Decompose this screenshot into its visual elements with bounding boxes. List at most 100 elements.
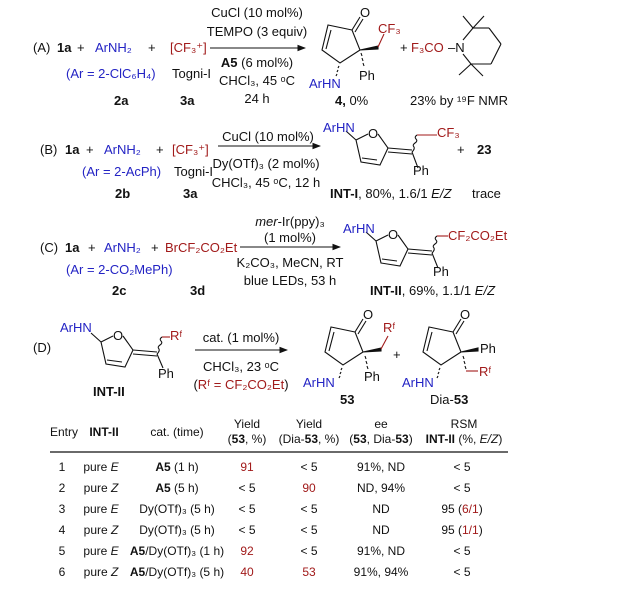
cat-bold: A5 [129,544,146,558]
ee-value: 91%, ND [356,544,406,558]
cell-cat: A5 (5 h) [155,481,198,496]
int-isomer: E [110,502,119,516]
rsm-value: < 5 [453,565,471,579]
rsm-ratio: 6/1 [462,502,479,516]
plus-sign: + [151,240,159,255]
phenyl-label: Ph [480,341,496,356]
cat-text: /Dy(OTf)₃ (5 h) [145,565,225,579]
entry-number: 4 [58,523,66,537]
plus-sign: + [86,142,94,157]
byproduct-yield: 23% by ¹⁹F NMR [410,93,509,108]
yield-53: 92 [240,544,254,558]
atom-label: O [113,328,124,343]
amine-ar-definition: (Ar = 2-AcPh) [82,164,162,179]
cf3-group: CF₃ [437,125,460,140]
condition-text: CuCl (10 mol%) [211,5,303,20]
header-part: E/Z [479,432,499,446]
header-entry: Entry [49,425,79,439]
yield: 0% [345,93,369,108]
int-word: pure [83,544,111,558]
condition-text: TEMPO (3 equiv) [206,24,308,39]
paren: ) [478,502,483,516]
cell-cat: Dy(OTf)₃ (5 h) [139,523,215,538]
arhn-label: ArHN [309,76,341,91]
cell-rsm: < 5 [453,481,470,496]
yield: , 69%, 1.1/1 [401,283,475,298]
header-part: 53 [353,432,367,446]
entry-number: 6 [58,565,66,579]
plus-sign: + [148,40,156,55]
atom-label: O [368,126,379,141]
header-part: ( [227,432,232,446]
compound-number: 53 [453,392,469,407]
yield-dia-53: 53 [302,565,316,579]
compound-53: 53 [340,392,355,407]
cell-int-ii: pure Z [84,481,119,496]
paren: ) [284,377,289,392]
rf-group: Rᶠ [383,320,396,335]
phenyl-label: Ph [364,369,380,384]
paren: ( [193,377,198,392]
cell-rsm: < 5 [453,565,470,580]
rf-group: Rᶠ [170,328,183,343]
ez-label: E/Z [474,283,496,298]
plus-sign: + [393,347,401,362]
phenyl-label: Ph [359,68,375,83]
scheme-b-label: (B) [40,142,58,157]
plus-sign: + [77,40,85,55]
header-part: ( [349,432,354,446]
cat-text: Dy(OTf)₃ (5 h) [139,502,215,516]
atom-label: O [360,5,371,20]
structure-dia-53 [422,318,479,379]
rsm-value: < 5 [453,544,471,558]
cell-ee: ND [372,523,389,538]
int-word: pure [83,460,111,474]
arhn-label: ArHN [343,221,375,236]
yield-53: < 5 [238,481,256,495]
rf-group: Rᶠ [479,364,492,379]
compound-3a: 3a [183,186,198,201]
cf3-reagent: [CF₃⁺] [170,40,207,55]
header-part: (%, [455,432,480,446]
condition-text: Dy(OTf)₃ (2 mol%) [212,156,320,171]
ee-value: ND, 94% [356,481,406,495]
header-part: 53 [231,432,246,446]
compound-2c: 2c [112,283,127,298]
header-part: , Dia- [366,432,396,446]
cf3-reagent: [CF₃⁺] [172,142,209,157]
cat-text: /Dy(OTf)₃ (1 h) [145,544,225,558]
atom-label: O [460,307,471,322]
rsm-ratio: 1/1 [462,523,479,537]
cell-yield-dia-53: < 5 [300,460,317,475]
header-part: , %) [318,432,340,446]
int-isomer: E [110,460,119,474]
cell-yield-dia-53: 90 [302,481,315,496]
condition-text: (1 mol%) [263,230,317,245]
yield-53: < 5 [238,502,256,516]
structure-4 [321,16,385,77]
cell-yield-53: 91 [240,460,253,475]
int-word: pure [83,565,112,579]
yield-dia-53: < 5 [300,544,318,558]
amine-ar-definition: (Ar = 2-CO₂MePh) [66,262,173,277]
rsm-value: 95 ( [441,502,462,516]
side-yield: trace [472,186,501,201]
plus-sign: + [457,142,465,157]
cell-int-ii: pure Z [84,523,119,538]
catalyst-loading: (6 mol%) [237,55,294,70]
compound-1a: 1a [57,40,72,55]
yield-dia-53: < 5 [300,502,318,516]
cell-entry: 3 [59,502,66,517]
rsm-value: 95 ( [441,523,462,537]
cell-ee: ND, 94% [357,481,405,496]
compound-1a: 1a [65,142,80,157]
header-line: Yield [295,417,323,431]
arhn-label: ArHN [402,375,434,390]
product-4-yield: 4, 0% [335,93,368,108]
togni-label: Togni-I [174,164,214,179]
cell-yield-53: < 5 [238,523,255,538]
yield-dia-53: < 5 [300,460,318,474]
cell-rsm: 95 (1/1) [441,523,482,538]
amine-formula: ArNH₂ [104,240,141,255]
entry-number: 2 [58,481,66,495]
